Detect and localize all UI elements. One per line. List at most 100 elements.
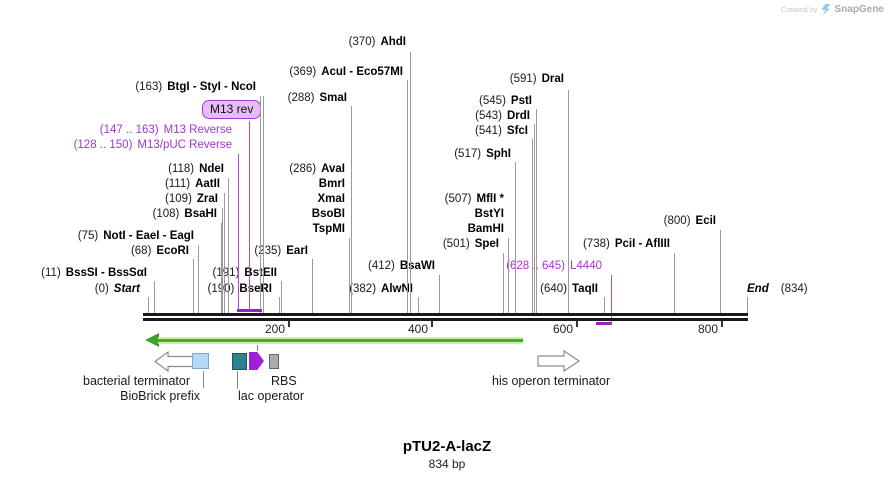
ruler-label-800: 800 <box>697 322 718 336</box>
leader-line <box>720 230 721 313</box>
enzyme-label-alwni[interactable]: (382)AlwNI <box>349 283 413 295</box>
m13-rev-primer-badge[interactable]: M13 rev <box>202 100 262 119</box>
enzyme-label-drdi[interactable]: (543)DrdI <box>475 110 530 122</box>
enzyme-label-ecori[interactable]: (68)EcoRI <box>130 245 189 257</box>
enzyme-label-pcii-afliii[interactable]: (738)PciI - AflIII <box>582 238 670 250</box>
enzyme-label-bsahi[interactable]: (108)BsaHI <box>152 208 217 220</box>
enzyme-label-xmai[interactable]: XmaI <box>317 193 346 205</box>
leader-line <box>532 139 533 313</box>
enzyme-label-sphi[interactable]: (517)SphI <box>454 148 511 160</box>
leader-line <box>439 275 440 313</box>
leader-line <box>279 297 280 313</box>
snapgene-brand-text: SnapGene <box>834 4 884 15</box>
enzyme-label-tspmi[interactable]: TspMI <box>312 223 345 235</box>
end-marker-label: End(834) <box>747 283 808 295</box>
enzyme-label-noti-eaei-eagi[interactable]: (75)NotI - EaeI - EagI <box>77 230 194 242</box>
l4440-primer-site-bar[interactable] <box>596 322 611 325</box>
leader-line <box>604 297 605 313</box>
rbs-arrow[interactable] <box>249 352 264 370</box>
leader-line <box>515 162 516 313</box>
ruler-label-200: 200 <box>264 322 285 336</box>
biobrick-prefix-label: BioBrick prefix <box>120 389 200 403</box>
leader-line <box>193 259 194 313</box>
plasmid-title: pTU2-A-lacZ <box>402 438 492 455</box>
leader-line <box>198 245 199 313</box>
primer-leader-line <box>249 121 250 310</box>
leader-line <box>418 297 419 313</box>
lac-operator-pointer <box>237 371 238 389</box>
leader-line <box>263 96 264 313</box>
ruler-tick <box>288 321 290 327</box>
leader-line <box>228 178 229 313</box>
enzyme-label-aatii[interactable]: (111)AatII <box>164 178 220 190</box>
bacterial-terminator-label: bacterial terminator <box>83 374 190 388</box>
leader-line <box>349 238 350 313</box>
enzyme-label-mfli[interactable]: (507)MflI * <box>444 193 504 205</box>
created-by-text: Created by <box>780 5 818 14</box>
leader-line <box>154 281 155 313</box>
leader-line <box>536 109 537 313</box>
lac-operator-box[interactable] <box>232 353 247 370</box>
enzyme-label-acui-eco57mi[interactable]: (369)AcuI - Eco57MI <box>289 66 403 78</box>
spacer-box[interactable] <box>269 354 279 369</box>
ruler-tick <box>721 321 723 327</box>
biobrick-prefix-box[interactable] <box>192 353 209 369</box>
leader-line <box>351 106 352 313</box>
enzyme-label-zrai[interactable]: (109)ZraI <box>165 193 218 205</box>
plasmid-length: 834 bp <box>428 457 466 471</box>
leader-line <box>508 238 509 313</box>
green-arrow-body[interactable] <box>158 337 523 344</box>
enzyme-label-ecii[interactable]: (800)EciI <box>663 215 716 227</box>
leader-line <box>503 253 504 313</box>
leader-line <box>674 253 675 313</box>
enzyme-label-btgi-styi-ncoi[interactable]: (163)BtgI - StyI - NcoI <box>135 81 256 93</box>
enzyme-label-drai[interactable]: (591)DraI <box>509 73 564 85</box>
primer-leader-line <box>611 275 612 325</box>
primer-label-m13-reverse[interactable]: (147 .. 163)M13 Reverse <box>99 124 232 136</box>
ruler-label-600: 600 <box>552 322 573 336</box>
leader-line <box>407 80 408 313</box>
leader-line <box>410 52 411 313</box>
leader-line <box>312 259 313 313</box>
snapgene-watermark: Created by SnapGene <box>781 4 884 15</box>
leader-line <box>747 297 748 313</box>
enzyme-label-bmri[interactable]: BmrI <box>318 178 345 190</box>
enzyme-label-avai[interactable]: (286)AvaI <box>289 163 345 175</box>
start-marker-label: (0)Start <box>94 283 140 295</box>
enzyme-label-bamhi[interactable]: BamHI <box>467 223 504 235</box>
his-operon-terminator-label: his operon terminator <box>492 374 611 388</box>
sequence-bar-bottom-strand <box>143 318 748 321</box>
leader-line <box>148 297 149 313</box>
enzyme-label-taqii[interactable]: (640)TaqII <box>540 283 598 295</box>
primer-label-l4440[interactable]: (628 .. 645)L4440 <box>506 260 602 272</box>
rbs-connector-line <box>257 345 258 351</box>
enzyme-label-spei[interactable]: (501)SpeI <box>442 238 499 250</box>
biobrick-prefix-pointer <box>203 371 204 388</box>
enzyme-label-bsssi[interactable]: (11)BssSI - BssSαI <box>41 267 147 279</box>
his-operon-terminator-arrow[interactable] <box>536 349 581 373</box>
ruler-tick <box>576 321 578 327</box>
enzyme-label-ndei[interactable]: (118)NdeI <box>168 163 224 175</box>
leader-line <box>224 193 225 313</box>
primer-label-m13-puc-reverse[interactable]: (128 .. 150)M13/pUC Reverse <box>73 139 232 151</box>
enzyme-label-eari[interactable]: (235)EarI <box>254 245 308 257</box>
enzyme-label-bsobi[interactable]: BsoBI <box>311 208 345 220</box>
rbs-label: RBS <box>271 374 297 388</box>
enzyme-label-sfci[interactable]: (541)SfcI <box>475 125 528 137</box>
primer-leader-line <box>238 154 239 310</box>
enzyme-label-smai[interactable]: (288)SmaI <box>287 92 347 104</box>
leader-line <box>281 281 282 313</box>
leader-line <box>222 208 223 313</box>
leader-line <box>534 124 535 313</box>
enzyme-label-bstyi[interactable]: BstYI <box>474 208 504 220</box>
leader-line <box>260 96 261 313</box>
m13-rev-primer-site-bar[interactable] <box>237 309 262 312</box>
leader-line <box>221 223 222 313</box>
lac-operator-label: lac operator <box>238 389 305 403</box>
ruler-label-400: 400 <box>407 322 428 336</box>
green-arrow-head[interactable] <box>145 333 159 347</box>
enzyme-label-psti[interactable]: (545)PstI <box>479 95 532 107</box>
enzyme-label-bsawi[interactable]: (412)BsaWI <box>367 260 435 272</box>
enzyme-label-ahdi[interactable]: (370)AhdI <box>348 36 406 48</box>
